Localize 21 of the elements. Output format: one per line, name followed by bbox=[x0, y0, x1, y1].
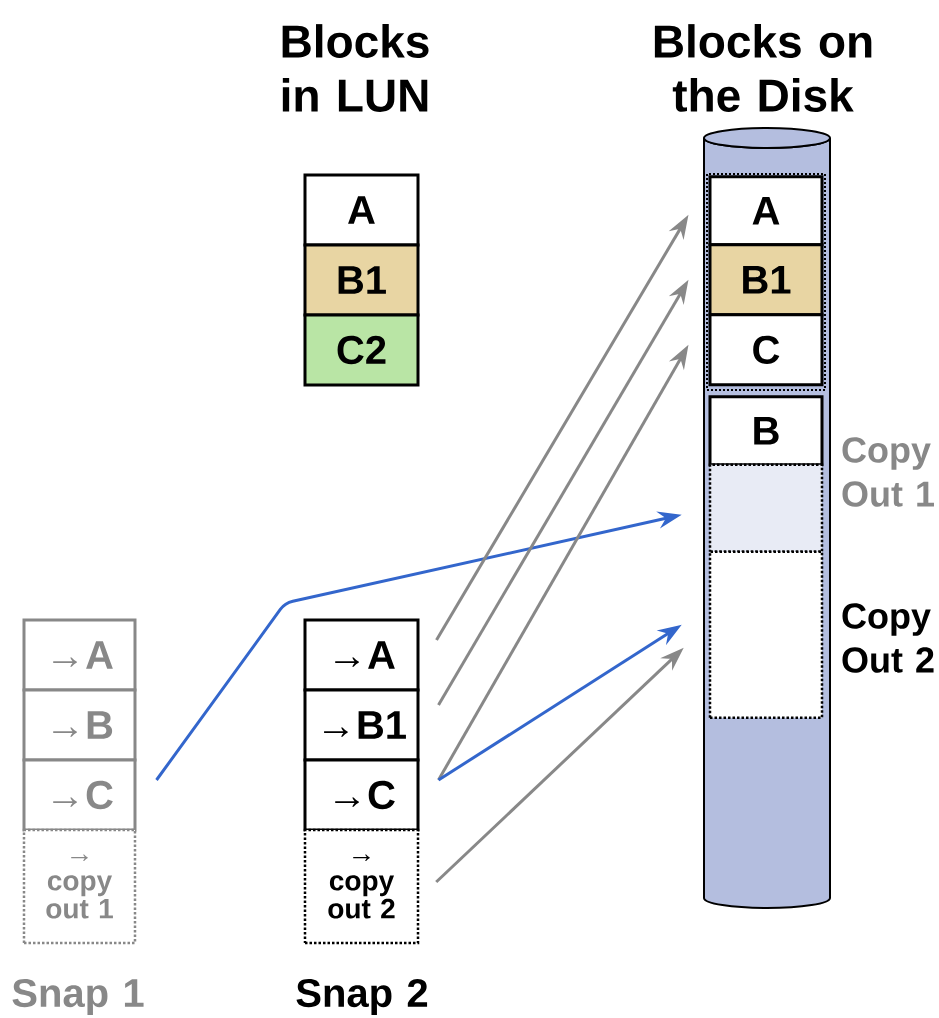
side-label: Copy Out 1 bbox=[842, 437, 934, 507]
block-box: →A bbox=[303, 618, 420, 692]
block-box: → copy out 2 bbox=[303, 828, 420, 945]
block-box: →C bbox=[22, 758, 137, 832]
block-box: C bbox=[708, 313, 824, 387]
copy-out-area bbox=[708, 463, 824, 554]
block-box: →A bbox=[22, 618, 137, 692]
block-box: →C bbox=[303, 758, 420, 832]
block-box: → copy out 1 bbox=[22, 828, 137, 945]
block-box: C2 bbox=[303, 313, 420, 387]
block-box: A bbox=[708, 175, 824, 247]
block-box: B1 bbox=[303, 243, 420, 317]
block-box: →B bbox=[22, 688, 137, 762]
copy-out-area bbox=[708, 550, 824, 720]
block-box: A bbox=[303, 173, 420, 247]
block-box: B1 bbox=[708, 243, 824, 317]
column-heading: Blocks on the Disk bbox=[654, 24, 872, 112]
column-heading: Blocks in LUN bbox=[282, 24, 429, 112]
side-label: Copy Out 2 bbox=[842, 603, 934, 673]
block-box: →B1 bbox=[303, 688, 420, 762]
block-box: B bbox=[708, 395, 824, 467]
